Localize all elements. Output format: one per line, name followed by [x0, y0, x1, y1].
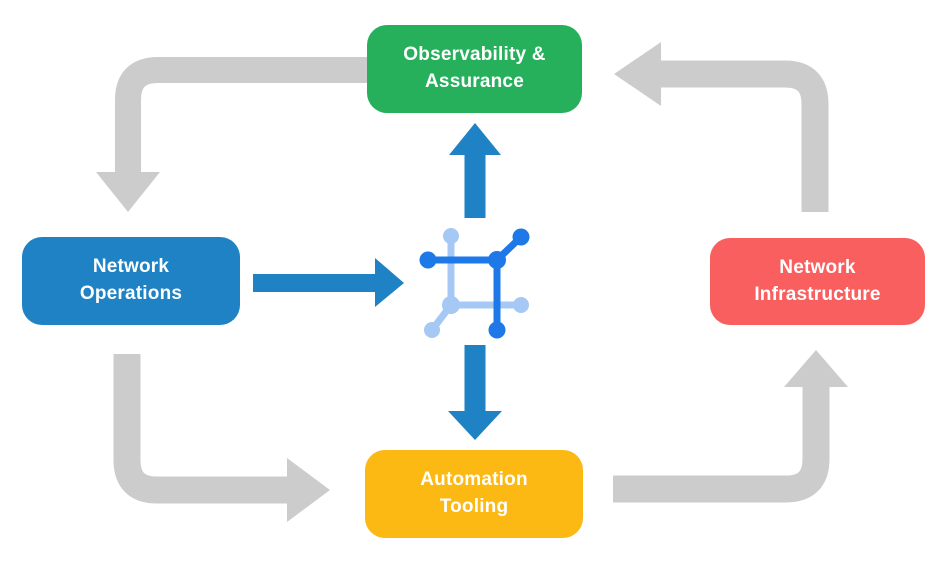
node-label: Network Infrastructure — [754, 256, 881, 305]
arrow-head-down-icon — [448, 411, 502, 440]
node-network-infrastructure: Network Infrastructure — [710, 238, 925, 325]
network-topology-icon — [419, 228, 530, 339]
arrow-shaft — [613, 387, 830, 503]
arrow-shaft — [115, 57, 367, 172]
arrow-head-right-icon — [375, 258, 404, 307]
node-automation-tooling: Automation Tooling — [365, 450, 583, 538]
arrow-head-down-icon — [96, 172, 160, 212]
arrow-center-to-automation — [448, 345, 502, 440]
arrow-head-right-icon — [287, 458, 330, 522]
node-label: Observability & Assurance — [403, 44, 546, 92]
arrow-center-to-observability — [449, 123, 501, 218]
arrow-shaft — [113, 354, 287, 504]
node-network-operations: Network Operations — [22, 237, 240, 325]
node-observability-assurance: Observability & Assurance — [367, 25, 582, 113]
arrow-infrastructure-to-observability — [614, 42, 829, 212]
arrow-observability-to-operations — [96, 57, 367, 212]
topology-light-nodes — [424, 228, 529, 338]
arrow-head-up-icon — [449, 123, 501, 155]
arrow-head-up-icon — [784, 350, 848, 387]
topology-dark-nodes — [419, 228, 530, 339]
node-label: Automation Tooling — [420, 469, 528, 517]
arrow-automation-to-infrastructure — [613, 350, 848, 503]
arrow-head-left-icon — [614, 42, 661, 106]
node-label: Network Operations — [79, 256, 183, 304]
arrow-shaft — [661, 60, 829, 212]
arrow-operations-to-automation — [113, 354, 330, 522]
arrow-operations-to-center — [253, 258, 404, 307]
